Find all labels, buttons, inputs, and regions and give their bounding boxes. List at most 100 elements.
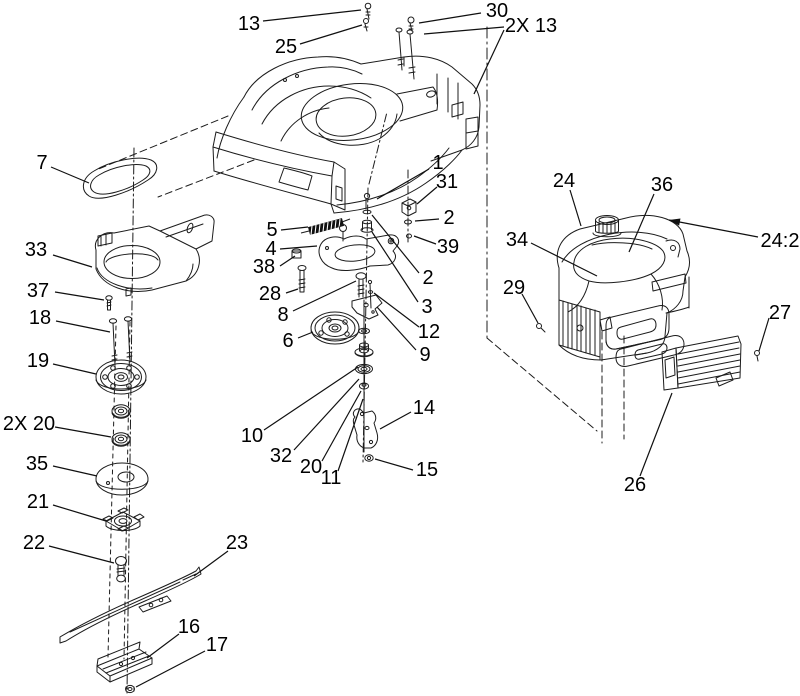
callout-label-28: 28 (259, 283, 281, 305)
leader-line-26 (640, 393, 672, 476)
key-31-stack (402, 199, 416, 238)
leader-line-2b (372, 215, 419, 273)
leader-line-2a (415, 219, 439, 221)
brake-bracket-4 (319, 225, 399, 271)
leader-line-18 (56, 321, 110, 332)
leader-line-30 (419, 13, 481, 23)
leader-line-10 (264, 367, 358, 430)
leader-line-4 (280, 246, 317, 249)
leader-line-9 (377, 307, 416, 350)
leader-line-14 (380, 412, 411, 429)
callout-label-31: 31 (436, 171, 458, 193)
bolt-8 (356, 273, 366, 297)
leader-line-21 (53, 505, 106, 521)
centerlines (96, 27, 624, 693)
leader-line-36 (629, 194, 654, 252)
callout-label-37: 37 (27, 280, 49, 302)
bolt-13 (365, 3, 371, 19)
callout-label-3: 3 (421, 296, 432, 318)
callout-label-34: 34 (506, 229, 528, 251)
leader-line-7 (51, 167, 89, 183)
screw-29 (537, 324, 546, 333)
callout-label-16: 16 (178, 616, 200, 638)
leader-line-8 (293, 281, 356, 311)
callout-label-33: 33 (25, 239, 47, 261)
deck-bolts-top (364, 3, 416, 79)
leader-line-19 (53, 364, 96, 374)
leader-line-39 (414, 236, 436, 244)
spacer-32 (355, 343, 373, 357)
leader-line-5 (281, 227, 308, 230)
leader-line-20 (322, 391, 361, 461)
leader-line-33 (53, 255, 92, 267)
bolt-25 (364, 19, 369, 32)
bolt-28 (298, 266, 306, 293)
leader-line-29 (522, 294, 538, 323)
leader-line-23 (194, 551, 228, 576)
callout-label-4: 4 (265, 238, 276, 260)
callout-label-25: 25 (275, 36, 297, 58)
callout-label-10: 10 (241, 425, 263, 447)
leader-line-28 (286, 289, 298, 293)
arrowhead-24_2 (669, 218, 681, 226)
callout-label-20: 20 (300, 456, 322, 478)
callout-label-9: 9 (419, 344, 430, 366)
callout-label-2x13: 2X 13 (505, 15, 557, 37)
leader-line-1 (377, 169, 429, 199)
nut-38 (292, 249, 301, 258)
leader-line-35 (53, 466, 97, 476)
leader-line-24 (570, 190, 581, 226)
nut-15 (365, 455, 373, 461)
callout-label-1: 1 (432, 152, 443, 174)
belt-cover-33 (95, 215, 214, 296)
screw-27 (755, 351, 760, 362)
leader-line-13 (263, 10, 361, 21)
blade-adapter-disc-35 (96, 463, 148, 495)
leader-line-16 (147, 634, 179, 658)
leader-line-38 (280, 256, 295, 266)
callout-label-39: 39 (437, 236, 459, 258)
leader-line-32 (294, 379, 359, 450)
brake-spring-5 (301, 219, 350, 235)
callout-label-22: 22 (23, 532, 45, 554)
washer-10 (359, 328, 370, 334)
leader-line-12 (374, 293, 419, 327)
callout-label-17: 17 (206, 634, 228, 656)
callout-label-7: 7 (36, 152, 47, 174)
callout-label-2a: 2 (443, 207, 454, 229)
leader-line-17 (136, 651, 205, 687)
leader-line-25 (300, 25, 362, 44)
leader-line-31 (417, 187, 437, 204)
bearings-20 (112, 405, 130, 447)
pin-12 (368, 280, 372, 308)
callout-label-8: 8 (277, 304, 288, 326)
bolts-2x13 (396, 28, 415, 79)
leader-line-3 (372, 232, 418, 302)
nut-17 (126, 685, 135, 692)
callout-label-14: 14 (413, 397, 435, 419)
callout-label-15: 15 (416, 459, 438, 481)
washer-20-center (356, 364, 373, 373)
callout-label-12: 12 (418, 321, 440, 343)
callout-label-2b: 2 (422, 267, 433, 289)
callout-label-21: 21 (27, 491, 49, 513)
leader-line-6 (298, 332, 313, 338)
bolt-1-washer-2-bushing-3 (361, 193, 373, 232)
callout-label-2x20: 2X 20 (3, 413, 55, 435)
callout-label-5: 5 (266, 219, 277, 241)
leader-line-22 (49, 546, 114, 563)
leader-line-27 (759, 318, 769, 351)
blade-driver-21 (103, 508, 144, 531)
callout-label-19: 19 (27, 350, 49, 372)
blade-23 (60, 567, 201, 643)
fuel-cap (593, 216, 621, 237)
mower-deck-housing (213, 56, 480, 213)
callout-label-26: 26 (624, 474, 646, 496)
pulley-19 (96, 360, 146, 394)
leader-line-24_2 (669, 220, 758, 237)
callout-label-23: 23 (226, 532, 248, 554)
callout-label-32: 32 (270, 445, 292, 467)
callout-label-35: 35 (26, 453, 48, 475)
